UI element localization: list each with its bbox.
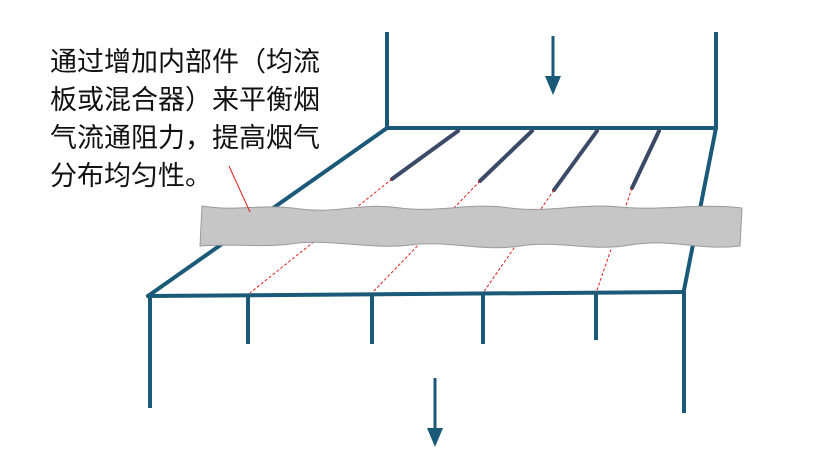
annotation-text: 通过增加内部件（均流 板或混合器）来平衡烟 气流通阻力，提高烟气 分布均匀性。 [50,44,370,196]
guide-vane-4 [630,129,661,190]
annotation-leader-line [228,165,251,213]
outlet-arrow-down-icon [427,378,443,447]
inlet-arrow-down-icon [545,36,561,95]
annotation-line-3: 气流通阻力，提高烟气 [50,123,320,154]
inlet-duct [385,32,718,128]
guide-vane-3 [552,129,599,192]
mixer-band [199,205,743,249]
guide-vane-1 [390,129,460,181]
annotation-line-4: 分布均匀性。 [50,161,212,192]
guide-vane-2 [478,129,534,183]
guide-vanes [390,129,661,192]
annotation-line-1: 通过增加内部件（均流 [50,47,320,78]
bottom-edge [146,290,686,298]
annotation-line-2: 板或混合器）来平衡烟 [50,85,320,116]
outlet-duct [148,292,686,413]
